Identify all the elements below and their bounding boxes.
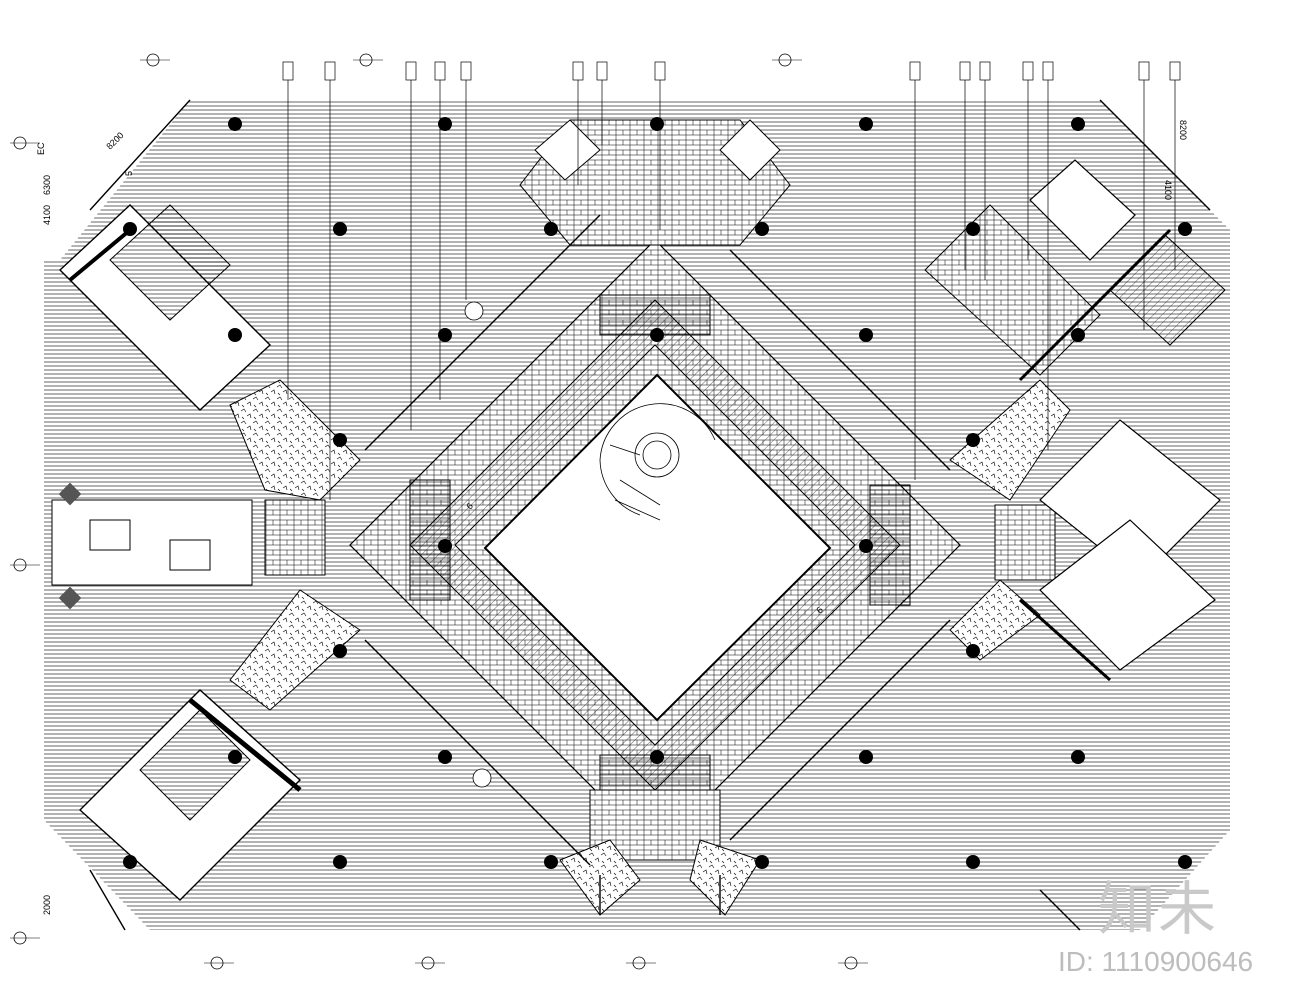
- column-marker: [859, 750, 873, 764]
- column-marker: [123, 222, 137, 236]
- column-marker: [1178, 855, 1192, 869]
- axis-bubble: [464, 301, 484, 321]
- dim-left-mid-a: 6300: [42, 175, 52, 195]
- column-marker: [966, 433, 980, 447]
- room-block-left-lower: [78, 689, 302, 901]
- annotation-leaders: [287, 70, 1176, 500]
- column-marker: [438, 328, 452, 342]
- diagonal-walls: [89, 99, 1211, 931]
- column-marker: [966, 644, 980, 658]
- watermark-logo: 知未: [1098, 875, 1219, 943]
- dim-left-top-tag: EC: [36, 142, 46, 155]
- column-marker: [544, 222, 558, 236]
- left-entry: [229, 379, 451, 711]
- dim-left-mid-b: 4100: [42, 205, 52, 225]
- room-tag-ring-b: 6: [464, 501, 475, 512]
- room-tag-ring-a: 6: [814, 605, 825, 616]
- column-marker: [438, 750, 452, 764]
- column-marker: [333, 433, 347, 447]
- column-marker: [650, 328, 664, 342]
- axis-bubble: [472, 768, 492, 788]
- column-marker: [1071, 750, 1085, 764]
- column-marker: [333, 855, 347, 869]
- column-marker: [650, 750, 664, 764]
- column-marker: [228, 328, 242, 342]
- column-marker: [1071, 328, 1085, 342]
- annotation-tags: [282, 61, 1181, 81]
- column-marker: [859, 539, 873, 553]
- column-marker: [333, 644, 347, 658]
- room-block-right-middle: [1019, 419, 1221, 682]
- column-marker: [859, 117, 873, 131]
- column-marker: [544, 855, 558, 869]
- column-marker: [1178, 222, 1192, 236]
- room-block-upper-right: [924, 159, 1226, 382]
- column-marker: [650, 117, 664, 131]
- room-block-left-middle: [51, 482, 253, 610]
- dim-left-bottom: 2000: [42, 895, 52, 915]
- watermark-id: ID: 1110900646: [1058, 946, 1254, 977]
- column-marker: [333, 222, 347, 236]
- column-marker: [966, 222, 980, 236]
- column-marker: [966, 855, 980, 869]
- column-markers: [123, 117, 1192, 869]
- column-marker: [859, 328, 873, 342]
- column-marker: [755, 855, 769, 869]
- room-tag-top-left: 5: [124, 171, 134, 176]
- right-entry: [869, 379, 1071, 661]
- column-marker: [228, 750, 242, 764]
- column-marker: [1071, 117, 1085, 131]
- dim-right-mid: 4100: [1163, 180, 1173, 200]
- dim-right-top: 8200: [1178, 120, 1188, 140]
- room-block-left-upper: [58, 204, 272, 411]
- top-entry: [519, 119, 791, 336]
- bottom-entry: [559, 754, 761, 916]
- axis-lines: [10, 59, 868, 964]
- spiral-stair: [599, 403, 716, 521]
- column-marker: [438, 117, 452, 131]
- column-marker: [228, 117, 242, 131]
- column-marker: [438, 539, 452, 553]
- column-marker: [123, 855, 137, 869]
- central-ring: [349, 239, 961, 851]
- column-marker: [755, 222, 769, 236]
